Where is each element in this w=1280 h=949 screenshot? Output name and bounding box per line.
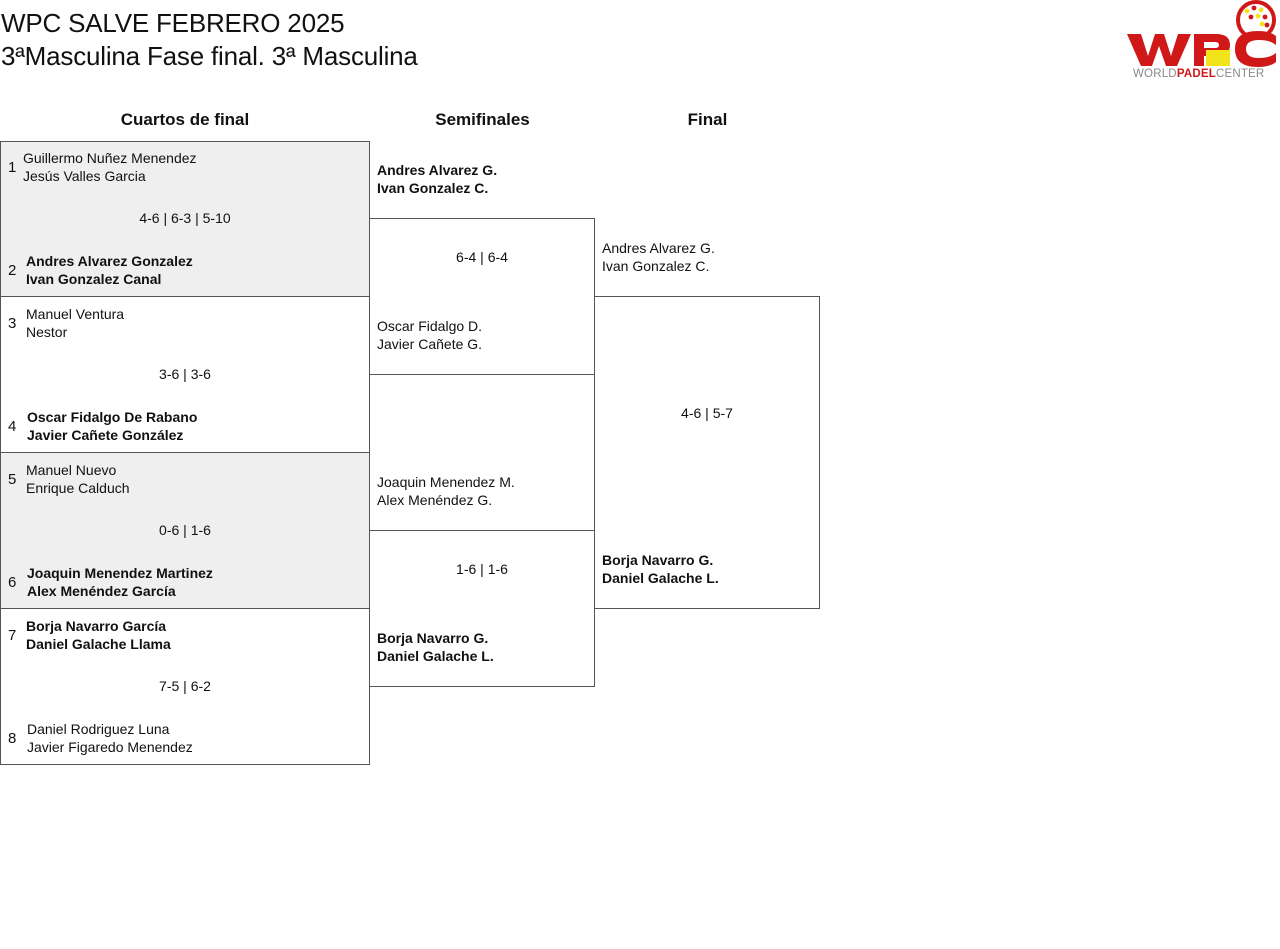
seed-number: 7 bbox=[8, 627, 17, 644]
round-heading-quarterfinals: Cuartos de final bbox=[120, 110, 250, 129]
seed-number: 5 bbox=[8, 471, 17, 488]
match-score: 3-6 | 3-6 bbox=[159, 366, 211, 382]
match-score: 6-4 | 6-4 bbox=[456, 249, 508, 265]
team-entry-winner[interactable]: Borja Navarro G.Daniel Galache L. bbox=[377, 630, 494, 664]
seed-number: 3 bbox=[8, 315, 17, 332]
round-heading-semifinals: Semifinales bbox=[435, 110, 530, 129]
team-entry-winner[interactable]: Andres Alvarez G.Ivan Gonzalez C. bbox=[377, 162, 498, 196]
seed-number: 8 bbox=[8, 730, 17, 747]
team-entry[interactable]: Andres Alvarez G.Ivan Gonzalez C. bbox=[602, 240, 715, 274]
logo-yellow-block bbox=[1206, 50, 1230, 66]
quarterfinal-match-3[interactable] bbox=[0, 452, 370, 609]
logo-ball-icon bbox=[1236, 0, 1276, 40]
team-entry-winner[interactable]: Borja Navarro G.Daniel Galache L. bbox=[602, 552, 719, 586]
page-subtitle: 3ªMasculina Fase final. 3ª Masculina bbox=[1, 41, 418, 71]
seed-number: 2 bbox=[8, 262, 17, 279]
match-score: 4-6 | 6-3 | 5-10 bbox=[139, 210, 231, 226]
wpc-logo bbox=[1127, 0, 1276, 67]
match-score: 0-6 | 1-6 bbox=[159, 522, 211, 538]
seed-number: 1 bbox=[8, 159, 17, 176]
team-entry[interactable]: Joaquin Menendez M.Alex Menéndez G. bbox=[377, 474, 515, 508]
final-match[interactable] bbox=[594, 296, 820, 609]
logo-letter-c bbox=[1235, 31, 1276, 67]
match-score: 1-6 | 1-6 bbox=[456, 561, 508, 577]
round-heading-final: Final bbox=[687, 110, 728, 129]
seed-number: 6 bbox=[8, 574, 17, 591]
logo-letter-w bbox=[1127, 34, 1191, 66]
match-score: 4-6 | 5-7 bbox=[681, 405, 733, 421]
logo-caption: WORLDPADELCENTER bbox=[1133, 68, 1265, 80]
page-title: WPC SALVE FEBRERO 2025 bbox=[1, 8, 345, 38]
seed-number: 4 bbox=[8, 418, 17, 435]
quarterfinal-match-1[interactable] bbox=[0, 141, 370, 297]
team-entry[interactable]: Oscar Fidalgo D.Javier Cañete G. bbox=[377, 318, 483, 352]
match-score: 7-5 | 6-2 bbox=[159, 678, 211, 694]
